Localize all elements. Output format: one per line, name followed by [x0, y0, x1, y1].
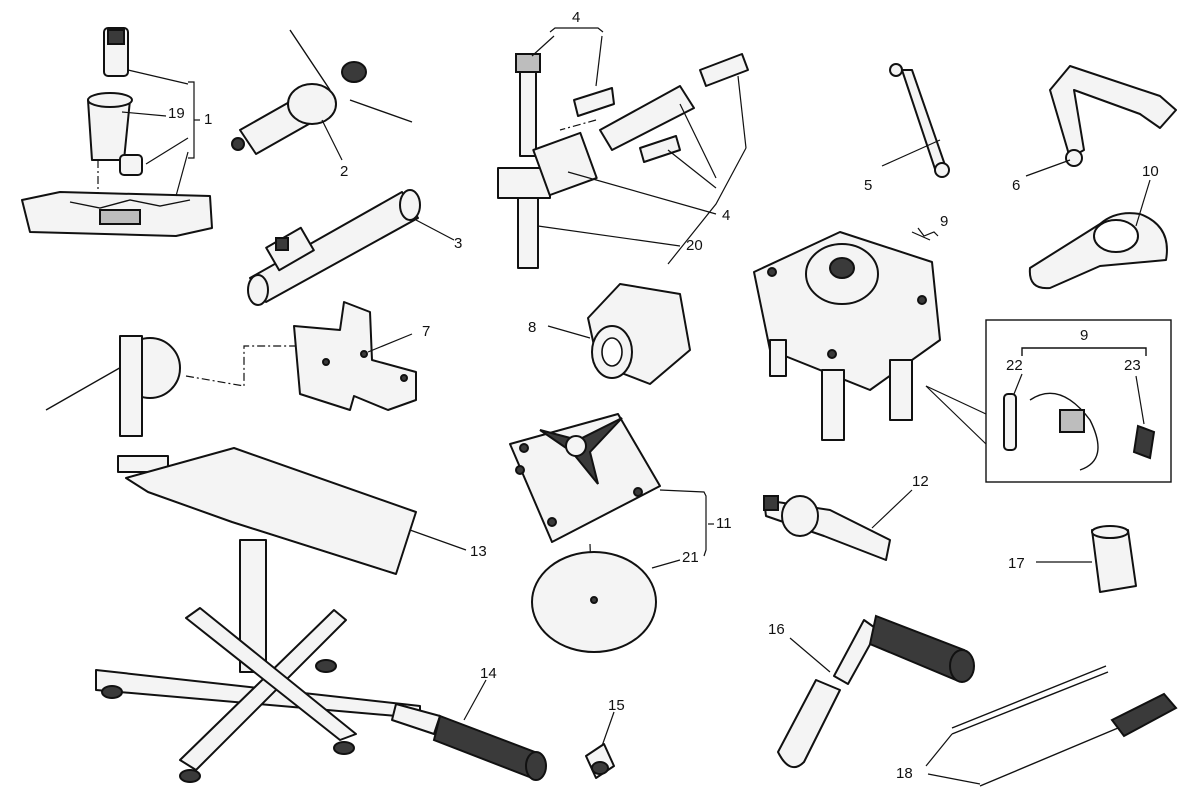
callout-9-detail: 9: [1080, 327, 1088, 344]
callout-10: 10: [1142, 163, 1159, 180]
callout-23: 23: [1124, 357, 1141, 374]
callout-8: 8: [528, 319, 536, 336]
part-6-tool: [1049, 65, 1177, 167]
part-11-21-tool: [509, 413, 661, 653]
callout-17: 17: [1008, 555, 1025, 572]
callout-4-side: 4: [722, 207, 730, 224]
callout-2: 2: [340, 163, 348, 180]
callout-3: 3: [454, 235, 462, 252]
part-4-20-tool-set: [497, 53, 749, 269]
part-18-tools: [951, 665, 1178, 787]
callout-1: 1: [204, 111, 212, 128]
callout-16: 16: [768, 621, 785, 638]
part-5-tool: [889, 63, 950, 178]
part-13-stand: [45, 335, 421, 783]
callout-9-main: 9: [940, 213, 948, 230]
callout-7: 7: [422, 323, 430, 340]
part-15-tool: [585, 743, 615, 779]
callout-21: 21: [682, 549, 699, 566]
part-17-tool: [1091, 525, 1137, 593]
callout-4-top: 4: [572, 9, 580, 26]
part-12-tool: [763, 495, 891, 561]
callout-13: 13: [470, 543, 487, 560]
part-7-plate: [185, 301, 417, 411]
callout-15: 15: [608, 697, 625, 714]
part-14-tool: [391, 703, 547, 781]
part-16-tool: [777, 614, 975, 769]
part-8-tool: [587, 283, 691, 385]
callout-19: 19: [168, 105, 185, 122]
part-10-tool: [1028, 212, 1168, 290]
callout-labels: 1 19 2 3 4 4 20 5 6 10 9 9 22 23 7 8 11 …: [168, 9, 1159, 782]
callout-5: 5: [864, 177, 872, 194]
callout-18: 18: [896, 765, 913, 782]
callout-20: 20: [686, 237, 703, 254]
callout-12: 12: [912, 473, 929, 490]
leader-lines: [121, 27, 1151, 785]
part-2-tool: [231, 29, 413, 155]
part-9-tool: [753, 231, 941, 441]
part-3-tool: [247, 189, 421, 306]
callout-6: 6: [1012, 177, 1020, 194]
callout-11: 11: [716, 515, 732, 532]
detail-box-9: [925, 319, 1172, 483]
callout-14: 14: [480, 665, 497, 682]
callout-22: 22: [1006, 357, 1023, 374]
part-1-tool-set: [21, 27, 213, 237]
